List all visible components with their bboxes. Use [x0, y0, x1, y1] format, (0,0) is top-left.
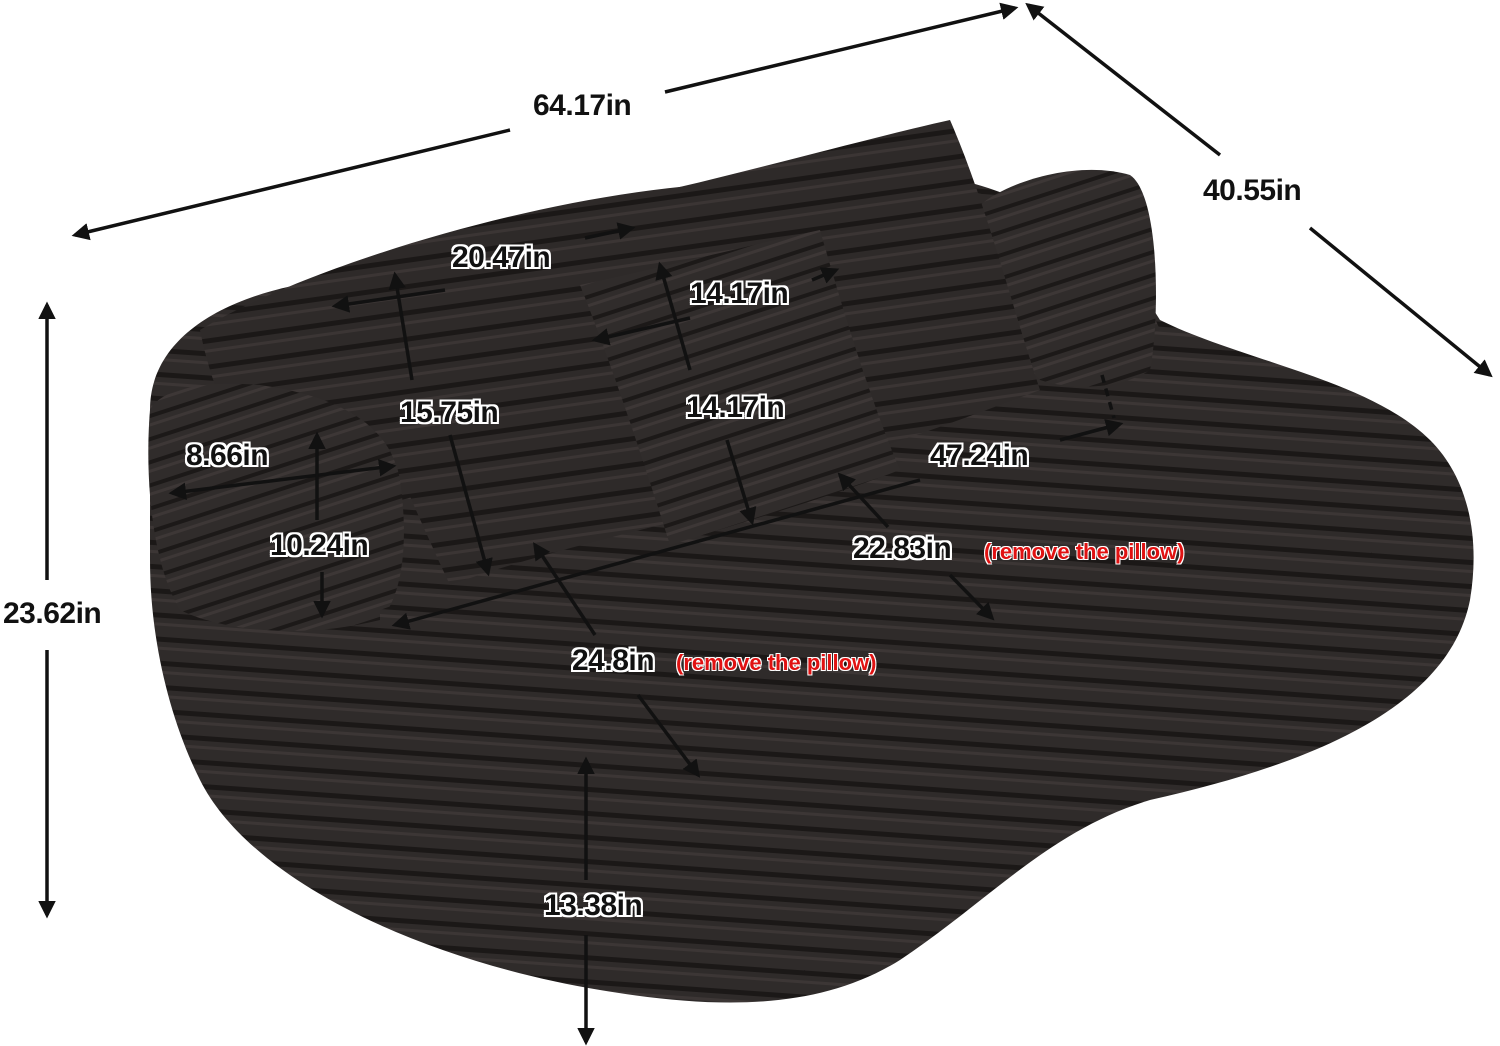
- overall-depth-arrow-a: [1025, 2, 1222, 157]
- seat-depth-left-arrow-b: [636, 693, 701, 778]
- small-pillow-height-label: 14.17in: [686, 391, 785, 424]
- small-pillow: [580, 230, 900, 545]
- seat-depth-left-note: (remove the pillow): [676, 650, 877, 675]
- large-pillow-width-arrow-b: [584, 222, 636, 240]
- small-pillow-width-label: 14.17in: [690, 277, 789, 310]
- seat-depth-right-note: (remove the pillow): [984, 539, 1185, 564]
- overall-width-arrow-b: [664, 2, 1019, 94]
- small-pillow-height-arrow-a: [655, 261, 692, 371]
- armrest-height-label: 10.24in: [270, 529, 369, 562]
- overall-depth-label: 40.55in: [1200, 175, 1305, 207]
- overall-height-label: 23.62in: [0, 598, 105, 630]
- seat-width-arrow-b: [1059, 419, 1124, 442]
- seat-width-arrow-a: [391, 478, 921, 630]
- seat-depth-right-arrow-a: [837, 472, 890, 529]
- seat-width-label: 47.24in: [930, 439, 1029, 472]
- large-pillow-height-arrow-a: [388, 271, 414, 381]
- seat-depth-right-arrow-b: [948, 573, 995, 621]
- large-pillow-width-label: 20.47in: [452, 241, 551, 274]
- overall-width-label: 64.17in: [530, 90, 635, 122]
- large-pillow-width-arrow-a: [331, 288, 446, 313]
- overall-depth-arrow-b: [1308, 226, 1493, 378]
- seat-depth-left-label: 24.8in: [572, 644, 655, 677]
- large-pillow-height-label: 15.75in: [400, 396, 499, 429]
- armrest-width-arrow: [168, 459, 397, 500]
- overall-width-arrow-a: [71, 128, 511, 241]
- large-pillow-height-arrow-b: [448, 434, 493, 577]
- seat-depth-right-label: 22.83in: [853, 532, 952, 565]
- seat-height-label: 13.38in: [544, 889, 643, 922]
- left-armrest: [148, 383, 404, 631]
- large-pillow-left: [320, 240, 680, 585]
- small-pillow-width-arrow-a: [591, 316, 691, 346]
- small-pillow-width-arrow-b: [811, 267, 840, 284]
- seat-depth-left-arrow-a: [533, 542, 597, 636]
- right-bolster: [980, 169, 1156, 387]
- armrest-width-label: 8.66in: [186, 439, 269, 472]
- dimension-arrows: [38, 2, 1493, 1046]
- sofa-seat: [380, 380, 1441, 760]
- small-pillow-height-arrow-b: [725, 439, 757, 526]
- seat-width-guide: [1100, 374, 1116, 419]
